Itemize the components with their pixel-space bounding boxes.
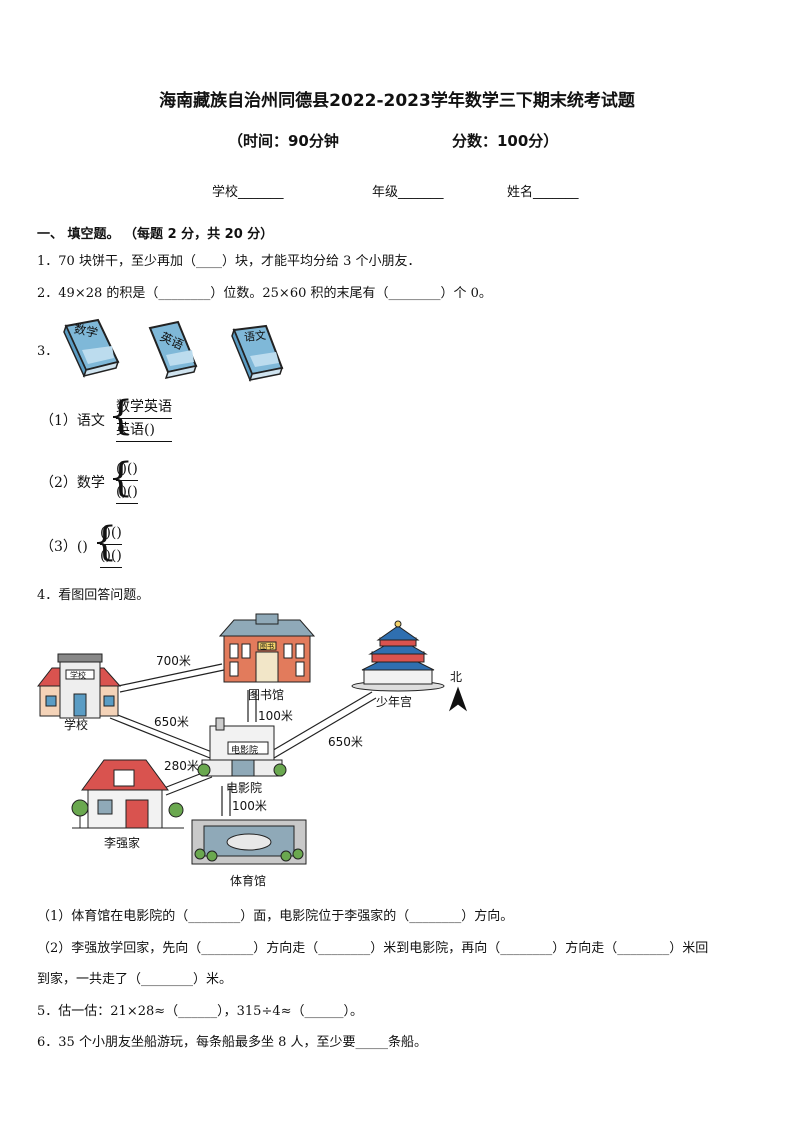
school-label: 学校 <box>64 718 89 732</box>
q3-2-prefix: （2）数学 <box>40 475 105 491</box>
question-4-2-line2: 到家，一共走了（________）米。 <box>37 972 233 987</box>
question-4: 4．看图回答问题。 <box>37 588 150 603</box>
question-4-1: （1）体育馆在电影院的（________）面，电影院位于李强家的（_______… <box>37 909 514 924</box>
q3-3-stack: ()() ()() <box>100 522 122 568</box>
q3-1-top: 数学英语 <box>116 396 172 419</box>
question-3-number: 3． <box>37 344 59 359</box>
cinema-sign: 电影院 <box>231 746 259 756</box>
school-field: 学校_______ <box>212 185 284 200</box>
question-1: 1．70 块饼干，至少再加（____）块，才能平均分给 3 个小朋友． <box>37 254 421 269</box>
book-math-icon <box>63 318 120 379</box>
exam-score: 分数：100分） <box>452 132 559 150</box>
gym-label: 体育馆 <box>230 874 267 888</box>
distance-library-cinema: 100米 <box>258 709 293 723</box>
cinema-building-icon <box>197 717 287 777</box>
q3-1-stack: 数学英语 英语() <box>116 396 172 442</box>
north-arrow-icon <box>448 686 468 712</box>
school-sign: 学校 <box>70 671 86 680</box>
question-5: 5．估一估：21×28≈（______），315÷4≈（______）。 <box>37 1004 364 1019</box>
distance-school-cinema: 650米 <box>154 715 189 729</box>
distance-cinema-gym: 100米 <box>232 799 267 813</box>
school-building-icon <box>36 653 122 719</box>
q3-2-brace: { <box>108 455 134 501</box>
question-4-2-line1: （2）李强放学回家，先向（________）方向走（________）米到电影院… <box>37 941 709 956</box>
page-title: 海南藏族自治州同德县2022-2023学年数学三下期末统考试题 <box>159 91 635 111</box>
distance-school-library: 700米 <box>156 654 191 668</box>
q3-2-stack: ()() ()() <box>116 458 138 504</box>
name-field: 姓名_______ <box>507 185 579 200</box>
q3-2-bottom: ()() <box>116 481 138 504</box>
distance-home-cinema: 280米 <box>164 759 199 773</box>
library-sign: 图书 <box>260 643 274 651</box>
q3-2-top: ()() <box>116 458 138 481</box>
liqiang-home-icon <box>71 759 184 829</box>
q3-3-top: ()() <box>100 522 122 545</box>
question-6: 6．35 个小朋友坐船游玩，每条船最多坐 8 人，至少要_____条船。 <box>37 1035 427 1050</box>
youth-palace-label: 少年宫 <box>376 695 413 709</box>
liqiang-home-label: 李强家 <box>104 836 141 850</box>
library-label: 图书馆 <box>248 688 285 702</box>
exam-time: （时间：90分钟 <box>228 132 339 150</box>
distance-palace-cinema: 650米 <box>328 735 363 749</box>
youth-palace-icon <box>351 620 445 692</box>
q3-1-prefix: （1）语文 <box>40 413 105 429</box>
question-2: 2．49×28 的积是（________）位数。25×60 积的末尾有（____… <box>37 286 492 301</box>
q3-1-bottom: 英语() <box>116 419 172 442</box>
book-chinese-icon <box>231 324 284 383</box>
cinema-label: 电影院 <box>226 781 263 795</box>
gym-building-icon <box>191 819 307 865</box>
library-building-icon <box>218 613 316 683</box>
grade-field: 年级_______ <box>372 185 444 200</box>
q3-3-brace: { <box>92 519 118 565</box>
section-heading: 一、 填空题。 （每题 2 分，共 20 分） <box>37 227 274 242</box>
book-english-icon <box>148 320 198 380</box>
q3-1-brace: { <box>108 393 134 439</box>
q3-3-bottom: ()() <box>100 545 122 568</box>
north-label: 北 <box>450 670 463 684</box>
q3-3-prefix: （3）() <box>40 539 88 555</box>
